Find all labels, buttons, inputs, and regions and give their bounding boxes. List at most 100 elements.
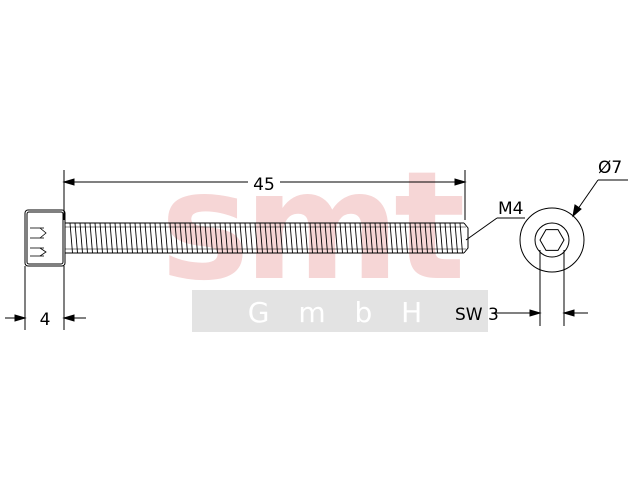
thread-line <box>69 222 73 254</box>
thread-line <box>264 222 268 254</box>
thread-line <box>129 222 133 254</box>
screw-side-view <box>24 209 469 267</box>
thread-line <box>459 222 463 254</box>
thread-line <box>79 222 83 254</box>
thread-line <box>114 222 118 254</box>
thread-line <box>289 222 293 254</box>
screw-end-view <box>519 207 585 273</box>
thread-line <box>249 222 253 254</box>
thread-label: M4 <box>498 199 523 219</box>
thread-line <box>169 222 173 254</box>
watermark: smt G m b H <box>160 140 488 332</box>
thread-line <box>259 222 263 254</box>
thread-line <box>94 222 98 254</box>
screw-head-inner <box>26 211 64 265</box>
thread-line <box>214 222 218 254</box>
thread-line <box>174 222 178 254</box>
hex-socket <box>539 229 565 251</box>
thread-line <box>164 222 168 254</box>
thread-line <box>294 222 298 254</box>
thread-line <box>439 222 443 254</box>
thread-line <box>279 222 283 254</box>
head-height-label: 4 <box>40 310 51 330</box>
thread-line <box>199 222 203 254</box>
thread-line <box>394 222 398 254</box>
watermark-band <box>192 290 488 332</box>
thread-line <box>429 222 433 254</box>
thread-line <box>454 222 458 254</box>
screw-tip <box>463 222 469 254</box>
thread-line <box>89 222 93 254</box>
thread-line <box>324 222 328 254</box>
thread-line <box>284 222 288 254</box>
thread-line <box>409 222 413 254</box>
thread-line <box>84 222 88 254</box>
thread-line <box>349 222 353 254</box>
length-label: 45 <box>253 175 275 195</box>
thread-line <box>154 222 158 254</box>
thread-line <box>229 222 233 254</box>
thread-line <box>359 222 363 254</box>
thread-line <box>344 222 348 254</box>
thread-line <box>384 222 388 254</box>
thread-line <box>194 222 198 254</box>
thread-line <box>119 222 123 254</box>
head-outer-circle <box>519 207 585 273</box>
thread-line <box>189 222 193 254</box>
thread-line <box>374 222 378 254</box>
head-inner-circle <box>534 222 570 258</box>
thread-lines <box>69 222 463 254</box>
thread-line <box>434 222 438 254</box>
thread-line <box>109 222 113 254</box>
diameter-label: Ø7 <box>598 158 622 178</box>
thread-line <box>204 222 208 254</box>
thread-line <box>254 222 258 254</box>
thread-line <box>329 222 333 254</box>
thread-line <box>104 222 108 254</box>
thread-line <box>74 222 78 254</box>
thread-line <box>209 222 213 254</box>
thread-line <box>414 222 418 254</box>
thread-line <box>184 222 188 254</box>
thread-line <box>179 222 183 254</box>
thread-line <box>354 222 358 254</box>
thread-line <box>399 222 403 254</box>
thread-line <box>99 222 103 254</box>
thread-line <box>449 222 453 254</box>
diameter-callout <box>572 179 628 218</box>
thread-line <box>299 222 303 254</box>
thread-line <box>369 222 373 254</box>
thread-line <box>419 222 423 254</box>
thread-line <box>389 222 393 254</box>
dimension-head-height <box>5 266 86 330</box>
thread-line <box>339 222 343 254</box>
thread-callout <box>465 217 525 241</box>
thread-line <box>239 222 243 254</box>
thread-line <box>319 222 323 254</box>
thread-line <box>424 222 428 254</box>
thread-line <box>304 222 308 254</box>
thread-line <box>314 222 318 254</box>
thread-line <box>309 222 313 254</box>
thread-line <box>274 222 278 254</box>
thread-line <box>124 222 128 254</box>
thread-line <box>224 222 228 254</box>
watermark-company: G m b H <box>248 296 433 329</box>
thread-line <box>444 222 448 254</box>
thread-line <box>149 222 153 254</box>
thread-line <box>269 222 273 254</box>
thread-line <box>379 222 383 254</box>
thread-line <box>244 222 248 254</box>
dimension-hex-width <box>492 250 588 326</box>
thread-line <box>234 222 238 254</box>
thread-line <box>134 222 138 254</box>
thread-line <box>219 222 223 254</box>
thread-line <box>334 222 338 254</box>
thread-line <box>139 222 143 254</box>
thread-line <box>144 222 148 254</box>
thread-line <box>159 222 163 254</box>
thread-line <box>404 222 408 254</box>
thread-line <box>364 222 368 254</box>
hex-socket-side <box>30 227 47 257</box>
